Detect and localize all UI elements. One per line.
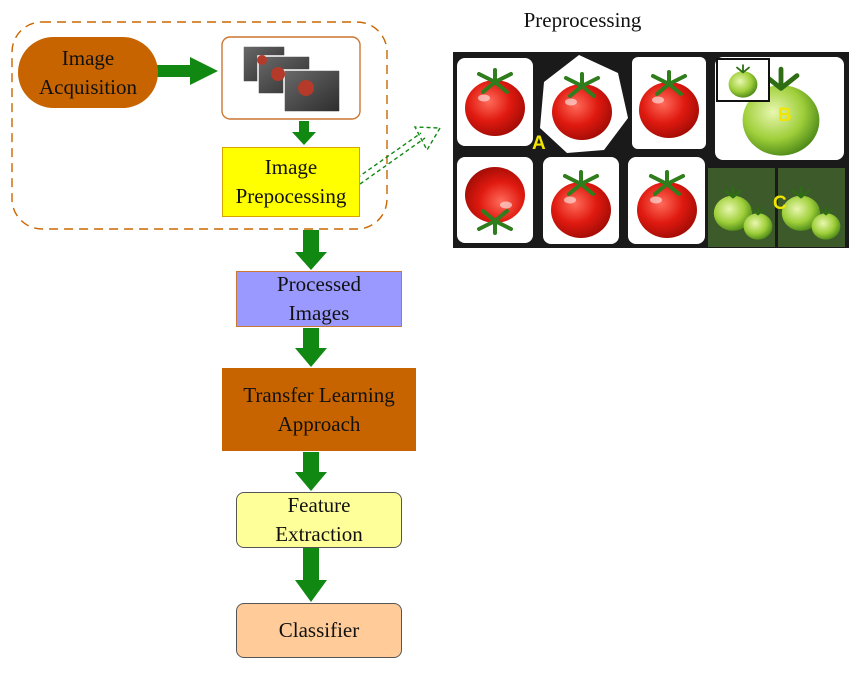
node-image-acquisition: Image Acquisition	[18, 37, 158, 108]
node-transfer-learning: Transfer Learning Approach	[222, 368, 416, 451]
node-image-preprocessing: Image Prepocessing	[222, 147, 360, 217]
preprocessing-examples-panel	[453, 52, 849, 248]
arrow-transfer-to-feature	[295, 452, 327, 491]
node-feature-extraction: Feature Extraction	[236, 492, 402, 548]
panel-label-a: A	[532, 133, 546, 154]
arrow-preprocessing-to-processed	[295, 230, 327, 270]
arrow-stack-to-preprocessing	[292, 121, 316, 145]
node-processed-images: Processed Images	[236, 271, 402, 327]
dashed-arrow-to-examples	[356, 126, 442, 185]
arrow-processed-to-transfer	[295, 328, 327, 367]
preprocessing-group-boundary	[11, 21, 388, 230]
panel-label-b: B	[778, 105, 792, 126]
panel-label-c: C	[773, 193, 787, 214]
preprocessing-title: Preprocessing	[523, 8, 642, 32]
arrow-acquisition-to-stack	[157, 57, 218, 85]
arrow-feature-to-classifier	[295, 548, 327, 602]
node-classifier: Classifier	[236, 603, 402, 658]
image-stack-icon	[242, 45, 341, 113]
